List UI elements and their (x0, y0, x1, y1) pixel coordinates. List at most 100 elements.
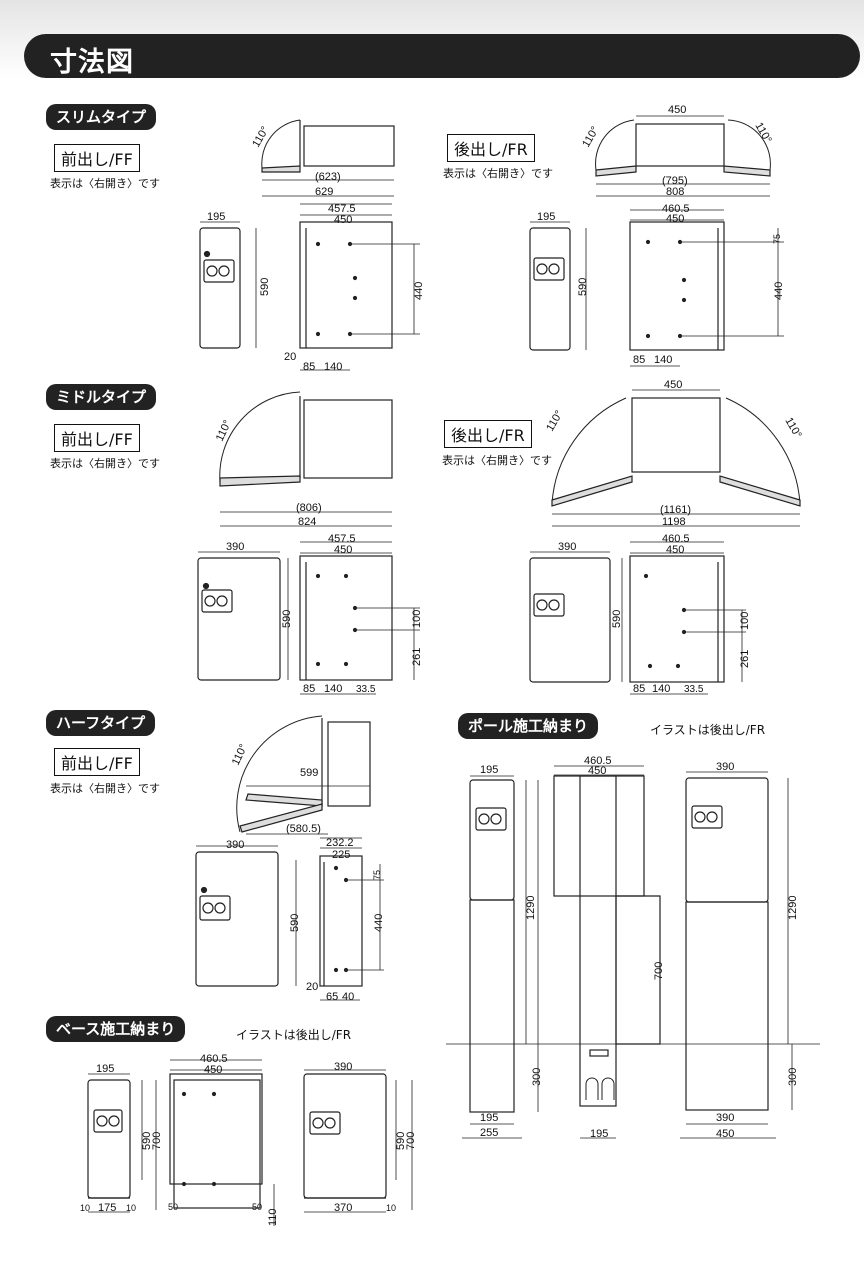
half-side-small: 75 (372, 870, 382, 880)
middle-ff-side-top2: 450 (334, 544, 352, 556)
slim-ff-angle: 110° (250, 125, 271, 150)
middle-fr-angle-left: 110° (544, 409, 565, 434)
middle-ff-front-width: 390 (226, 541, 244, 553)
middle-fr-side-b2: 140 (652, 683, 670, 695)
base-left-h1: 590 (141, 1132, 153, 1150)
slim-fr-angle-left: 110° (580, 125, 601, 150)
base-right-h1: 590 (395, 1132, 407, 1150)
slim-ff-side-bottom-left: 20 (284, 351, 296, 363)
slim-fr-note: 表示は〈右開き〉です (443, 167, 553, 180)
slim-ff-outer: 629 (315, 186, 333, 198)
base-right-top: 390 (334, 1061, 352, 1073)
section-heading-slim: スリムタイプ (46, 104, 157, 130)
pole-left-top: 195 (480, 764, 498, 776)
half-front-height: 590 (289, 914, 301, 932)
half-angle: 110° (230, 742, 250, 767)
middle-ff-front: 390 590 (197, 541, 293, 681)
half-front: 390 590 (195, 839, 301, 987)
middle-ff-side-b2: 140 (324, 683, 342, 695)
base-mid-h: 110 (267, 1208, 279, 1226)
slim-fr-top: 450 (668, 104, 686, 116)
pole-right-height: 1290 (787, 896, 799, 920)
base-mid-edge-l: 50 (168, 1202, 178, 1212)
middle-ff-side-top1: 457.5 (328, 533, 356, 545)
middle-fr-front: 390 590 (529, 541, 623, 683)
base-mid-edge-r: 50 (252, 1202, 262, 1212)
middle-ff-outer: 824 (298, 516, 316, 528)
pole-mid-height: 700 (653, 962, 665, 980)
half-front-width: 390 (226, 839, 244, 851)
half-depth: 599 (300, 767, 318, 779)
middle-fr-note: 表示は〈右開き〉です (442, 454, 552, 467)
slim-fr-side: 460.5 450 75 440 85 140 (629, 203, 785, 367)
middle-fr-top: 450 (664, 379, 682, 391)
slim-ff-plan: 110° (623) 629 (250, 119, 395, 198)
pole-right: 390 1290 300 390 450 (680, 761, 799, 1140)
slim-ff-side-b2: 140 (324, 361, 342, 373)
half-side-b1: 65 (326, 991, 338, 1003)
middle-fr-outer: 1198 (662, 516, 686, 528)
middle-ff-note: 表示は〈右開き〉です (50, 457, 160, 470)
base-left-bottom: 175 (98, 1202, 116, 1214)
slim-ff-front: 195 590 (199, 211, 271, 349)
pole-mid-top1: 460.5 (584, 755, 612, 767)
middle-ff-side-b3: 33.5 (356, 684, 376, 695)
middle-ff-label: 前出し/FF (54, 424, 140, 452)
section-heading-half: ハーフタイプ (46, 710, 156, 736)
section-heading-base: ベース施工納まり (46, 1016, 186, 1042)
slim-fr-front-width: 195 (537, 211, 555, 223)
half-side-height: 440 (373, 914, 385, 932)
pole-right-top: 390 (716, 761, 734, 773)
middle-ff-plan: 110° (806) 824 (214, 391, 393, 528)
slim-ff-note: 表示は〈右開き〉です (50, 177, 160, 190)
base-mid-top2: 450 (204, 1064, 222, 1076)
pole-mid-top2: 450 (588, 765, 606, 777)
base-mid: 460.5 450 50 50 110 (168, 1053, 279, 1226)
middle-fr-angle-right: 110° (782, 416, 803, 441)
middle-ff-front-height: 590 (281, 610, 293, 628)
base-right-bottom: 370 (334, 1202, 352, 1214)
middle-fr-label: 後出し/FR (444, 420, 532, 448)
slim-fr-label: 後出し/FR (447, 134, 535, 162)
pole-right-ground: 300 (787, 1068, 799, 1086)
slim-ff-side-b1: 85 (303, 361, 315, 373)
middle-ff-side: 457.5 450 100 261 85 140 33.5 (299, 533, 423, 695)
base-left-edge-r: 10 (126, 1203, 136, 1213)
section-heading-pole: ポール施工納まり (458, 713, 599, 739)
middle-ff-inner: (806) (296, 502, 322, 514)
section-heading-middle: ミドルタイプ (46, 384, 157, 410)
slim-ff-inner: (623) (315, 171, 341, 183)
base-note: イラストは後出し/FR (236, 1028, 352, 1042)
middle-ff-side-b1: 85 (303, 683, 315, 695)
slim-ff-side-top2: 450 (334, 214, 352, 226)
half-side-b2: 40 (342, 991, 354, 1003)
slim-fr-side-top2: 450 (666, 213, 684, 225)
half-side: 232.2 225 75 440 20 65 40 (306, 837, 385, 1003)
slim-fr-side-b1: 85 (633, 354, 645, 366)
base-left-top: 195 (96, 1063, 114, 1075)
slim-fr-inner: (795) (662, 175, 688, 187)
middle-fr-side-top1: 460.5 (662, 533, 690, 545)
middle-fr-side-b3: 33.5 (684, 684, 704, 695)
half-side-top2: 225 (332, 849, 350, 861)
base-right: 390 590 700 370 10 (303, 1061, 417, 1214)
half-side-top1: 232.2 (326, 837, 354, 849)
pole-right-b2: 450 (716, 1128, 734, 1140)
slim-fr-angle-right: 110° (752, 121, 773, 146)
pole-mid-bottom: 195 (590, 1128, 608, 1140)
half-ff-note: 表示は〈右開き〉です (50, 782, 160, 795)
slim-fr-side-small: 75 (772, 234, 782, 244)
slim-fr-front: 195 590 (529, 211, 589, 351)
pole-left-height: 1290 (525, 896, 537, 920)
slim-fr-outer: 808 (666, 186, 684, 198)
half-side-bottom-left: 20 (306, 981, 318, 993)
base-left-edge-l: 10 (80, 1203, 90, 1213)
pole-left-b1: 195 (480, 1112, 498, 1124)
pole-right-b1: 390 (716, 1112, 734, 1124)
half-inner: (580.5) (286, 823, 321, 835)
base-left: 195 590 700 175 10 10 (80, 1063, 163, 1214)
middle-fr-inner: (1161) (660, 504, 691, 516)
middle-fr-side-b1: 85 (633, 683, 645, 695)
middle-fr-side-top2: 450 (666, 544, 684, 556)
pole-left-ground: 300 (531, 1068, 543, 1086)
